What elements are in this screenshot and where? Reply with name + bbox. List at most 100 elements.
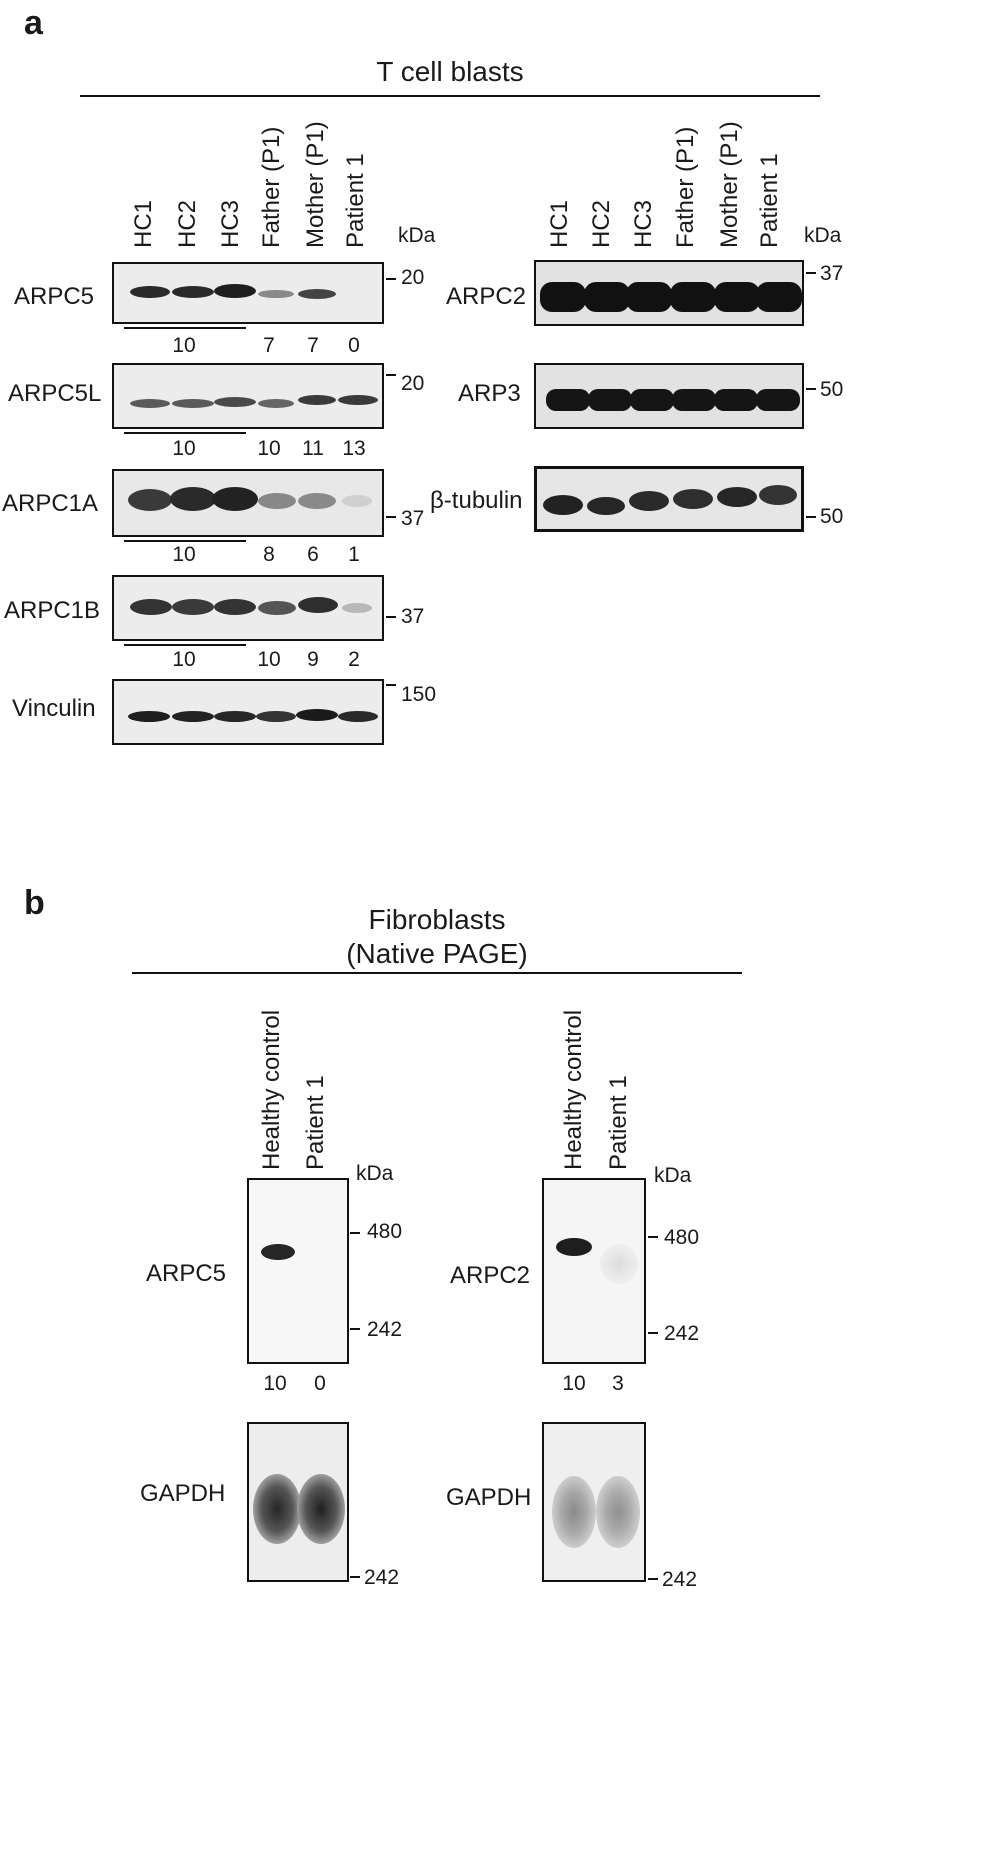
lane-label-patient1: Patient 1 (605, 1075, 632, 1170)
marker-tick (648, 1332, 658, 1334)
marker-label-top: 480 (664, 1226, 700, 1249)
blot-label-vinculin: Vinculin (12, 695, 96, 722)
marker-tick (648, 1236, 658, 1238)
blot-label-arp3: ARP3 (458, 380, 521, 407)
quant-father: 8 (263, 543, 275, 566)
lane-label-hc3: HC3 (630, 199, 657, 248)
quant-patient: 0 (348, 334, 360, 357)
quant-father: 10 (257, 648, 281, 671)
quant-mother: 9 (307, 648, 319, 671)
blot-beta-tubulin (534, 466, 804, 532)
marker-tick (648, 1578, 658, 1580)
marker-label: 20 (401, 372, 425, 395)
kda-label-right: kDa (804, 224, 842, 247)
panel-b-letter: b (24, 884, 45, 922)
blot-label-arpc5: ARPC5 (14, 283, 95, 310)
quant-father: 10 (257, 437, 281, 460)
marker-label: 20 (401, 266, 425, 289)
blot-label-beta-tubulin: β-tubulin (430, 487, 523, 514)
lane-label-hc2: HC2 (588, 199, 615, 248)
panel-a-letter: a (24, 4, 43, 42)
marker-label: 50 (820, 505, 844, 528)
quant-patient: 3 (612, 1372, 624, 1395)
kda-label: kDa (356, 1162, 394, 1185)
lane-label-healthy-control: Healthy control (258, 1009, 285, 1170)
kda-label-left: kDa (398, 224, 436, 247)
panel-b-title-rule (132, 972, 742, 974)
quant-hc: 10 (172, 648, 196, 671)
native-blot-arpc5 (247, 1178, 349, 1364)
hc-group-line (124, 540, 246, 542)
blot-vinculin (112, 679, 384, 745)
blot-arp3 (534, 363, 804, 429)
quant-mother: 11 (302, 437, 324, 460)
native-blot-gapdh (542, 1422, 646, 1582)
marker-tick (350, 1328, 360, 1330)
blot-label-arpc5: ARPC5 (146, 1260, 227, 1287)
marker-tick (350, 1576, 360, 1578)
blot-label-arpc1b: ARPC1B (4, 597, 101, 624)
lane-label-father: Father (P1) (672, 126, 699, 248)
lane-label-mother: Mother (P1) (302, 121, 329, 248)
native-blot-arpc2 (542, 1178, 646, 1364)
marker-label-bottom: 242 (664, 1322, 700, 1345)
quant-hc: 10 (172, 334, 196, 357)
quant-healthy-control: 10 (562, 1372, 586, 1395)
marker-tick (386, 616, 396, 618)
lane-label-mother: Mother (P1) (716, 121, 743, 248)
quant-mother: 7 (307, 334, 319, 357)
marker-tick (386, 278, 396, 280)
quant-hc: 10 (172, 437, 196, 460)
blot-arpc2 (534, 260, 804, 326)
quant-mother: 6 (307, 543, 319, 566)
lane-label-hc3: HC3 (217, 199, 244, 248)
kda-label: kDa (654, 1164, 692, 1187)
quant-patient: 1 (348, 543, 360, 566)
hc-group-line (124, 644, 246, 646)
blot-arpc5 (112, 262, 384, 324)
panel-a-title-rule (80, 95, 820, 97)
marker-tick (806, 388, 816, 390)
lane-label-healthy-control: Healthy control (560, 1009, 587, 1170)
blot-label-arpc2: ARPC2 (446, 283, 527, 310)
lane-label-hc2: HC2 (174, 199, 201, 248)
marker-label: 242 (662, 1568, 698, 1591)
marker-label: 242 (364, 1566, 400, 1589)
hc-group-line (124, 327, 246, 329)
blot-label-arpc2: ARPC2 (450, 1262, 531, 1289)
marker-label: 37 (401, 605, 425, 628)
quant-patient: 13 (342, 437, 366, 460)
panel-b-title-line1: Fibroblasts (368, 904, 506, 935)
blot-label-arpc5l: ARPC5L (8, 380, 102, 407)
lane-label-patient1: Patient 1 (756, 153, 783, 248)
marker-tick (386, 374, 396, 376)
lane-label-hc1: HC1 (546, 199, 573, 248)
marker-tick (806, 516, 816, 518)
marker-label: 37 (820, 262, 844, 285)
marker-tick (386, 684, 396, 686)
lane-label-patient1: Patient 1 (342, 153, 369, 248)
quant-patient: 2 (348, 648, 360, 671)
quant-father: 7 (263, 334, 275, 357)
blot-label-arpc1a: ARPC1A (2, 490, 99, 517)
marker-tick (386, 516, 396, 518)
marker-tick (806, 272, 816, 274)
marker-label-top: 480 (367, 1220, 403, 1243)
panel-b-title-line2: (Native PAGE) (346, 938, 528, 969)
blot-label-gapdh: GAPDH (446, 1484, 532, 1511)
quant-patient: 0 (314, 1372, 326, 1395)
marker-tick (350, 1232, 360, 1234)
blot-arpc1b (112, 575, 384, 641)
blot-label-gapdh: GAPDH (140, 1480, 226, 1507)
blot-arpc1a (112, 469, 384, 537)
native-blot-gapdh (247, 1422, 349, 1582)
blot-arpc5l (112, 363, 384, 429)
marker-label: 37 (401, 507, 425, 530)
quant-healthy-control: 10 (263, 1372, 287, 1395)
marker-label: 50 (820, 378, 844, 401)
marker-label-bottom: 242 (367, 1318, 403, 1341)
lane-label-father: Father (P1) (258, 126, 285, 248)
hc-group-line (124, 432, 246, 434)
marker-label: 150 (401, 683, 437, 706)
lane-label-hc1: HC1 (130, 199, 157, 248)
